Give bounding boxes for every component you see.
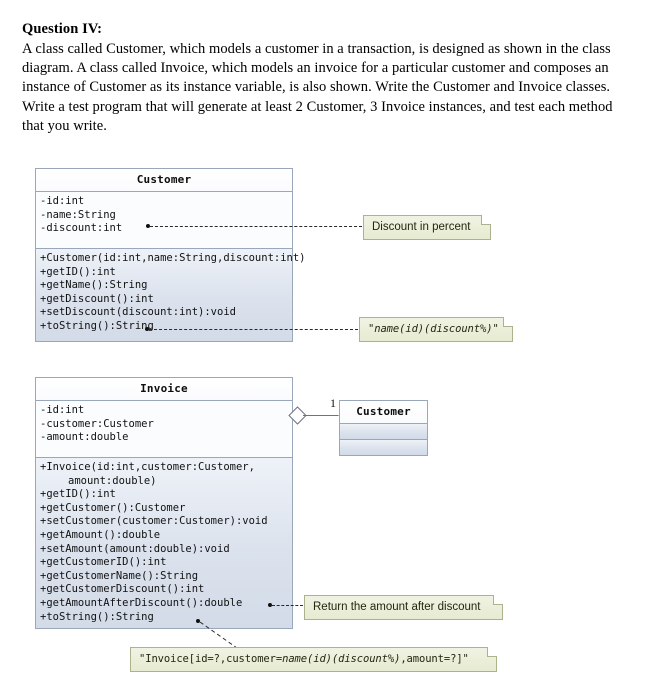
connector-anchor-invoice-tostring xyxy=(196,619,200,623)
method-row: +setCustomer(customer:Customer):void xyxy=(40,515,268,528)
uml-class-customer-title: Customer xyxy=(36,169,292,192)
uml-class-customer[interactable]: Customer -id:int -name:String -discount:… xyxy=(35,168,306,342)
attribute-row: -discount:int xyxy=(40,222,123,235)
method-row: +getCustomerDiscount():int xyxy=(40,583,205,596)
note-fold-corner xyxy=(493,595,503,605)
note-invoice-tostring-suffix: ,amount=?]" xyxy=(400,653,469,665)
uml-class-customer-reference-attributes xyxy=(340,424,427,440)
note-customer-tostring-suffix: " xyxy=(492,323,499,335)
note-discount-in-percent-text: Discount in percent xyxy=(372,221,471,233)
uml-class-invoice-methods: +Invoice(id:int,customer:Customer, amoun… xyxy=(36,458,292,628)
method-row: +toString():String xyxy=(40,610,154,623)
note-fold-corner xyxy=(503,317,513,327)
connector-discount-note xyxy=(150,226,362,227)
note-return-amount-after-discount-text: Return the amount after discount xyxy=(313,601,481,613)
method-row-continuation: amount:double) xyxy=(68,474,157,487)
note-discount-in-percent[interactable]: Discount in percent xyxy=(363,215,491,240)
uml-class-customer-reference-title: Customer xyxy=(340,401,427,424)
attribute-row: -name:String xyxy=(40,208,116,221)
method-row: +getID():int xyxy=(40,265,116,278)
attribute-row: -id:int xyxy=(40,195,85,207)
method-row: +getID():int xyxy=(40,488,116,501)
method-row: +setDiscount(discount:int):void xyxy=(40,306,236,319)
note-customer-tostring-italic: name(id)(discount%) xyxy=(374,323,493,335)
method-row: +getCustomerID():int xyxy=(40,556,167,569)
method-row: +setAmount(amount:double):void xyxy=(40,542,230,555)
connector-anchor-amount-after-discount xyxy=(268,603,272,607)
method-row: +getDiscount():int xyxy=(40,292,154,305)
question-body: A class called Customer, which models a … xyxy=(22,41,613,134)
uml-class-invoice-attributes: -id:int -customer:Customer -amount:doubl… xyxy=(36,401,292,458)
association-line xyxy=(303,415,339,416)
connector-anchor-customer-tostring xyxy=(145,327,149,331)
uml-class-customer-attributes: -id:int -name:String -discount:int xyxy=(36,192,292,249)
note-invoice-tostring-prefix: "Invoice[id=?,customer= xyxy=(139,653,283,665)
connector-customer-tostring-note xyxy=(149,329,358,330)
method-row: +getCustomer():Customer xyxy=(40,501,186,514)
note-customer-tostring-format[interactable]: "name(id)(discount%)" xyxy=(359,317,513,342)
association-multiplicity: 1 xyxy=(330,396,336,410)
attribute-row: -amount:double xyxy=(40,431,129,444)
uml-class-customer-methods: +Customer(id:int,name:String,discount:in… xyxy=(36,249,306,341)
uml-class-customer-reference[interactable]: Customer xyxy=(339,400,428,456)
connector-anchor-discount xyxy=(146,224,150,228)
note-fold-corner xyxy=(487,647,497,657)
note-customer-tostring-prefix: " xyxy=(368,323,375,335)
connector-amount-after-discount-note xyxy=(272,605,303,606)
uml-class-customer-reference-methods xyxy=(340,440,427,455)
note-invoice-tostring-italic: name(id)(discount%) xyxy=(282,653,401,665)
question-title: Question IV: xyxy=(22,21,103,37)
uml-class-invoice[interactable]: Invoice -id:int -customer:Customer -amou… xyxy=(35,377,293,629)
note-fold-corner xyxy=(481,215,491,225)
note-return-amount-after-discount[interactable]: Return the amount after discount xyxy=(304,595,503,620)
method-row: +getAmountAfterDiscount():double xyxy=(40,596,243,609)
method-row: +Customer(id:int,name:String,discount:in… xyxy=(40,252,306,264)
method-row: +getCustomerName():String xyxy=(40,569,199,582)
uml-class-invoice-title: Invoice xyxy=(36,378,292,401)
method-row: +toString():String xyxy=(40,319,154,332)
attribute-row: -id:int xyxy=(40,404,85,416)
attribute-row: -customer:Customer xyxy=(40,417,154,430)
method-row: +getName():String xyxy=(40,279,148,292)
method-row: +Invoice(id:int,customer:Customer, xyxy=(40,461,255,473)
note-invoice-tostring-format[interactable]: "Invoice[id=?,customer=name(id)(discount… xyxy=(130,647,497,672)
method-row: +getAmount():double xyxy=(40,528,161,541)
question-block: Question IV: A class called Customer, wh… xyxy=(22,20,634,136)
